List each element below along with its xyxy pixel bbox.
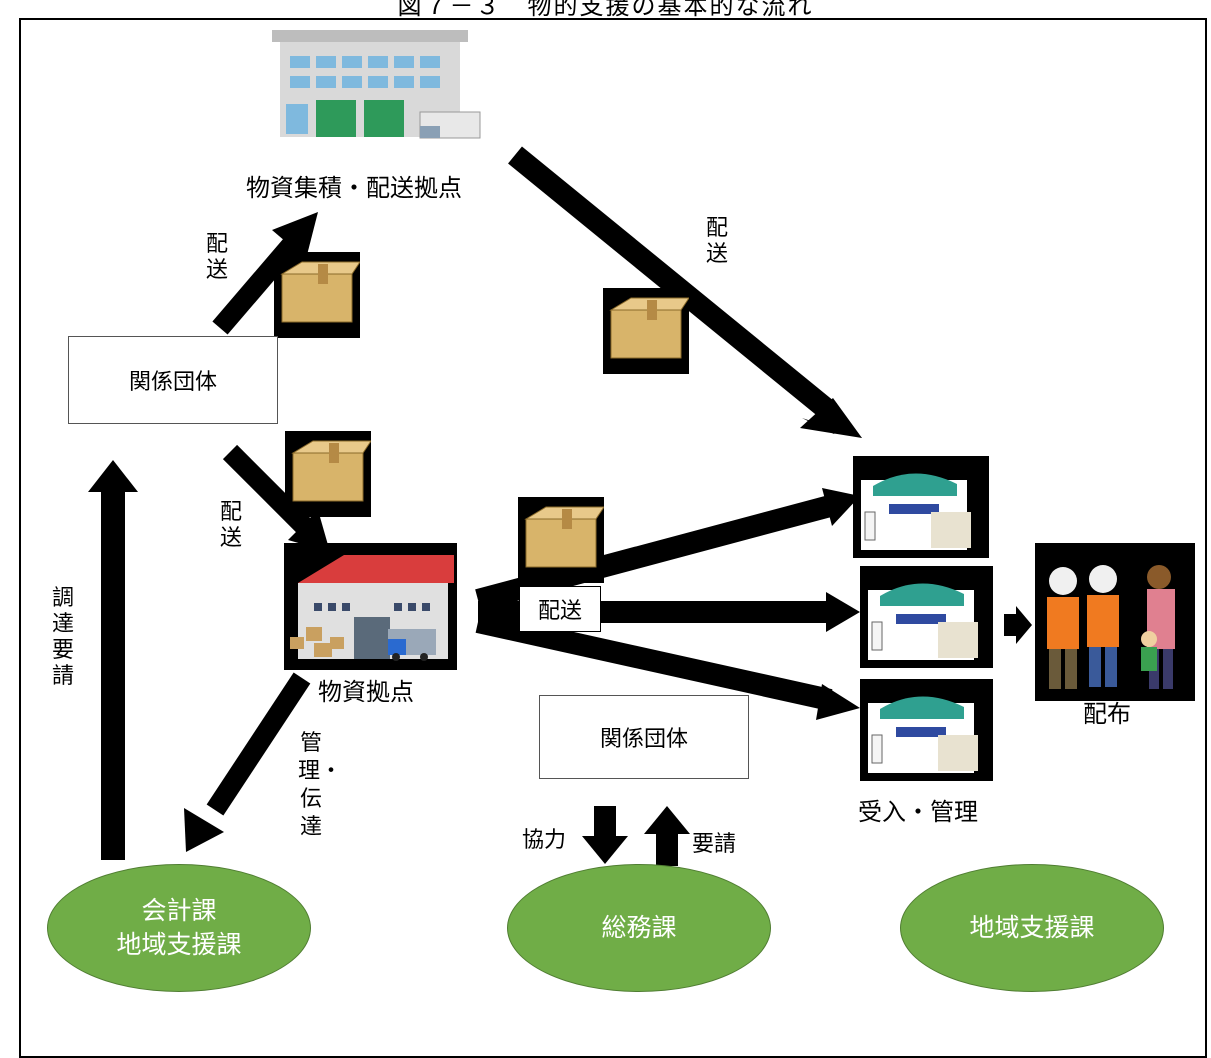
- shelter-building-icon: [860, 679, 993, 781]
- receive-manage-label: 受入・管理: [858, 798, 978, 826]
- regional-support-label: 地域支援課: [116, 930, 242, 959]
- distribution-people-icon: [1035, 543, 1195, 701]
- cardboard-box-icon: [274, 252, 361, 338]
- general-affairs-label: 総務課: [601, 913, 677, 942]
- shelter-building-icon: [853, 456, 989, 558]
- related-organization-label: 関係団体: [128, 370, 217, 395]
- related-organization-label: 関係団体: [599, 727, 688, 752]
- cooperation-label: 協力: [522, 828, 567, 853]
- general-affairs-node: 総務課: [507, 864, 771, 992]
- figure-title: 図７－３ 物的支援の基本的な流れ: [397, 0, 814, 20]
- regional-support-node: 地域支援課: [900, 864, 1164, 992]
- accounting-division-label: 会計課: [141, 896, 217, 925]
- delivery-label: 配送: [219, 500, 242, 551]
- regional-support-label: 地域支援課: [969, 913, 1095, 942]
- cardboard-box-icon: [285, 431, 372, 517]
- warehouse-truck-icon: [284, 543, 457, 670]
- warehouse-building-icon: [272, 30, 481, 139]
- request-label: 要請: [692, 832, 737, 857]
- related-organization-box: 関係団体: [68, 336, 278, 424]
- collection-delivery-base-label: 物資集積・配送拠点: [246, 174, 462, 202]
- accounting-regional-support-node: 会計課 地域支援課: [47, 864, 311, 992]
- manage-communicate-label: 管理・伝達: [298, 731, 343, 840]
- shelter-building-icon: [860, 566, 993, 668]
- delivery-label: 配送: [205, 232, 228, 283]
- supply-base-label: 物資拠点: [318, 678, 414, 706]
- procurement-request-label: 調達要請: [51, 586, 74, 689]
- delivery-label: 配送: [537, 599, 582, 624]
- cardboard-box-icon: [603, 288, 690, 374]
- related-organization-box: 関係団体: [539, 695, 749, 779]
- delivery-label: 配送: [705, 216, 728, 267]
- distribution-label: 配布: [1083, 700, 1131, 728]
- delivery-label-box: 配送: [519, 586, 601, 632]
- cardboard-box-icon: [518, 497, 605, 583]
